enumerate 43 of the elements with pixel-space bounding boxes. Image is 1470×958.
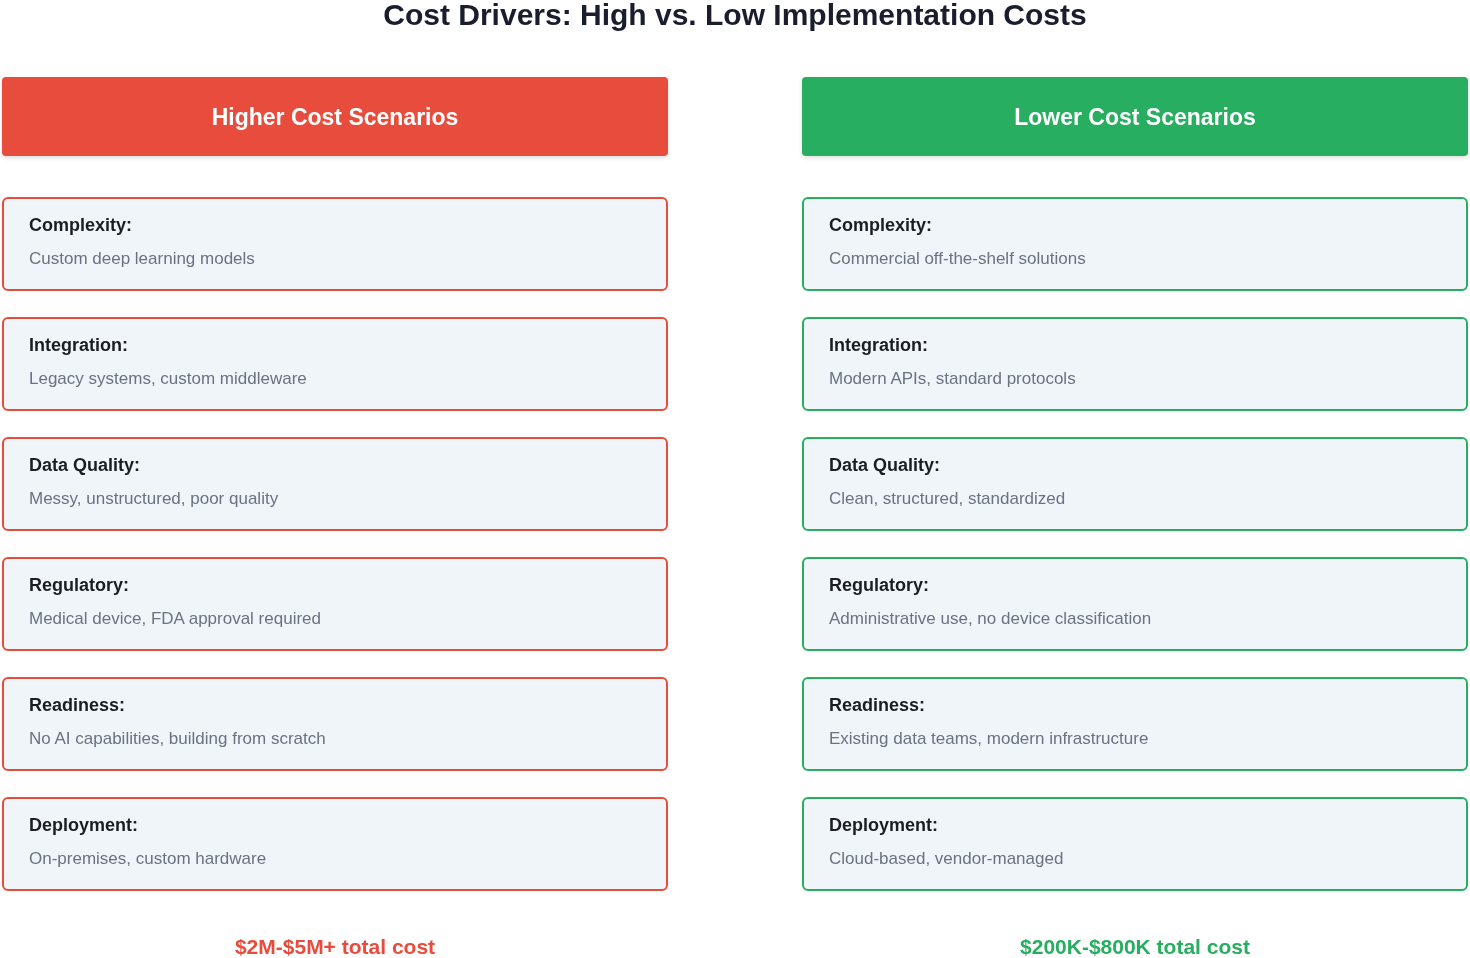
card-description: Modern APIs, standard protocols (829, 368, 1076, 389)
criterion-card (2, 677, 668, 771)
column-header-band (2, 77, 668, 156)
column-title: Lower Cost Scenarios (1014, 102, 1256, 131)
criterion-card (2, 317, 668, 411)
card-heading: Readiness: (829, 694, 926, 716)
column-title: Higher Cost Scenarios (211, 102, 459, 131)
card-heading: Deployment: (29, 814, 138, 836)
card-description: Messy, unstructured, poor quality (29, 488, 279, 509)
card-heading: Deployment: (829, 814, 938, 836)
card-heading: Complexity: (829, 214, 933, 236)
card-heading: Readiness: (29, 694, 126, 716)
column-header-band (802, 77, 1468, 156)
criterion-card (802, 317, 1468, 411)
card-heading: Data Quality: (829, 454, 941, 476)
criterion-card (2, 797, 668, 891)
card-description: On-premises, custom hardware (29, 848, 267, 869)
criterion-card (2, 437, 668, 531)
card-description: Medical device, FDA approval required (29, 608, 321, 629)
card-description: Cloud-based, vendor-managed (829, 848, 1064, 869)
card-heading: Regulatory: (29, 574, 129, 596)
card-description: Existing data teams, modern infrastructure (829, 728, 1149, 749)
diagram-title: Cost Drivers: High vs. Low Implementation Costs (382, 0, 1088, 30)
card-heading: Complexity: (29, 214, 133, 236)
card-description: Administrative use, no device classification (829, 608, 1152, 629)
total-cost-label: $2M-$5M+ total cost (233, 936, 437, 958)
card-description: Custom deep learning models (29, 248, 255, 269)
criterion-card (802, 437, 1468, 531)
card-heading: Data Quality: (29, 454, 141, 476)
card-description: Clean, structured, standardized (829, 488, 1066, 509)
card-heading: Integration: (29, 334, 128, 356)
criterion-card (2, 197, 668, 291)
criterion-card (802, 557, 1468, 651)
criterion-card (2, 557, 668, 651)
criterion-card (802, 677, 1468, 771)
total-cost-label: $200K-$800K total cost (1019, 936, 1251, 958)
card-description: No AI capabilities, building from scratch (29, 728, 326, 749)
card-heading: Regulatory: (829, 574, 929, 596)
criterion-card (802, 197, 1468, 291)
card-description: Legacy systems, custom middleware (29, 368, 307, 389)
card-description: Commercial off-the-shelf solutions (829, 248, 1086, 269)
criterion-card (802, 797, 1468, 891)
card-heading: Integration: (829, 334, 928, 356)
